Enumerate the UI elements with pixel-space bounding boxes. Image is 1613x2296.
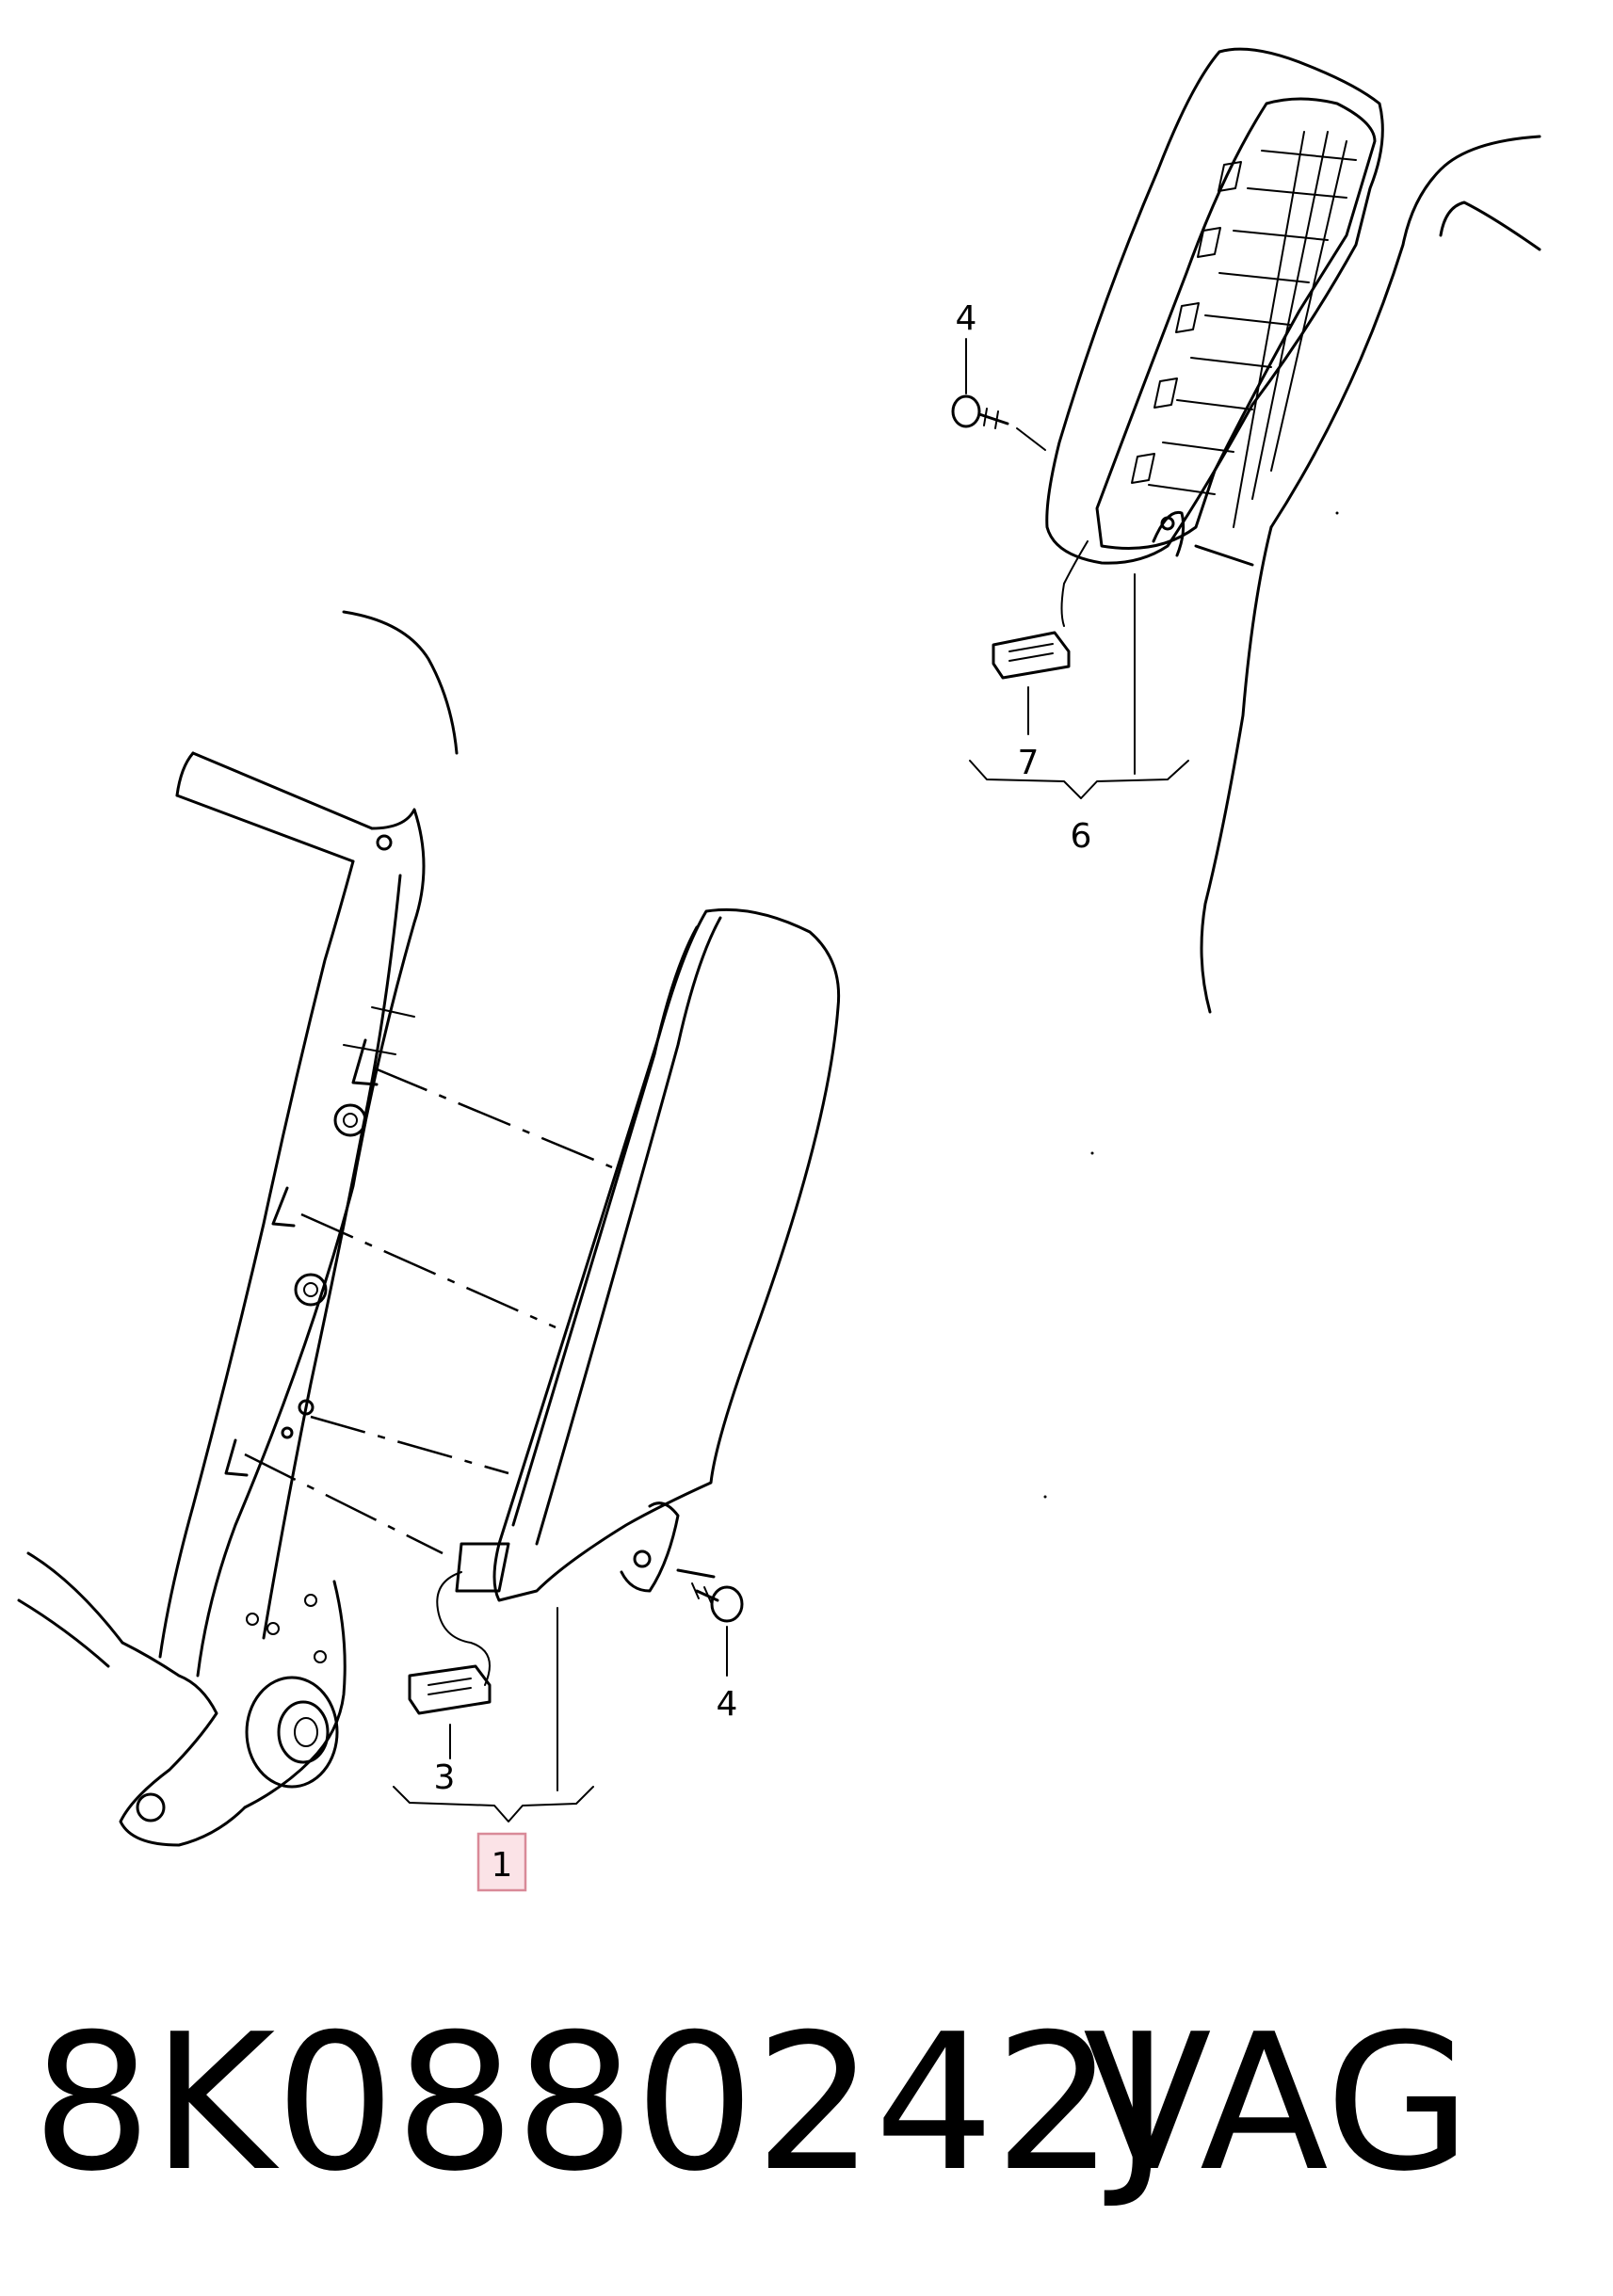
vehicle-body-outline — [1194, 135, 1541, 1014]
bolt-left — [676, 1568, 744, 1623]
callout-1-highlight — [476, 1832, 527, 1892]
left-callout-leaders — [393, 1607, 728, 1822]
side-airbag-module — [408, 907, 841, 1715]
callout-3: 3 — [434, 1758, 456, 1797]
callout-4-left: 4 — [717, 1685, 738, 1724]
right-callout-leaders — [965, 338, 1189, 799]
part-number: 8K0880242J — [32, 1994, 1170, 2213]
seat-frame — [17, 610, 459, 1847]
callout-4-right: 4 — [956, 299, 977, 338]
bolt-right — [951, 394, 1046, 451]
callout-1: 1 — [492, 1846, 513, 1885]
callout-7: 7 — [1018, 744, 1040, 782]
side-airbag-module-alt — [992, 47, 1384, 680]
callout-6: 6 — [1071, 817, 1092, 856]
brand-name: VAG — [1083, 1994, 1472, 2213]
assembly-leader-lines — [244, 1067, 613, 1555]
